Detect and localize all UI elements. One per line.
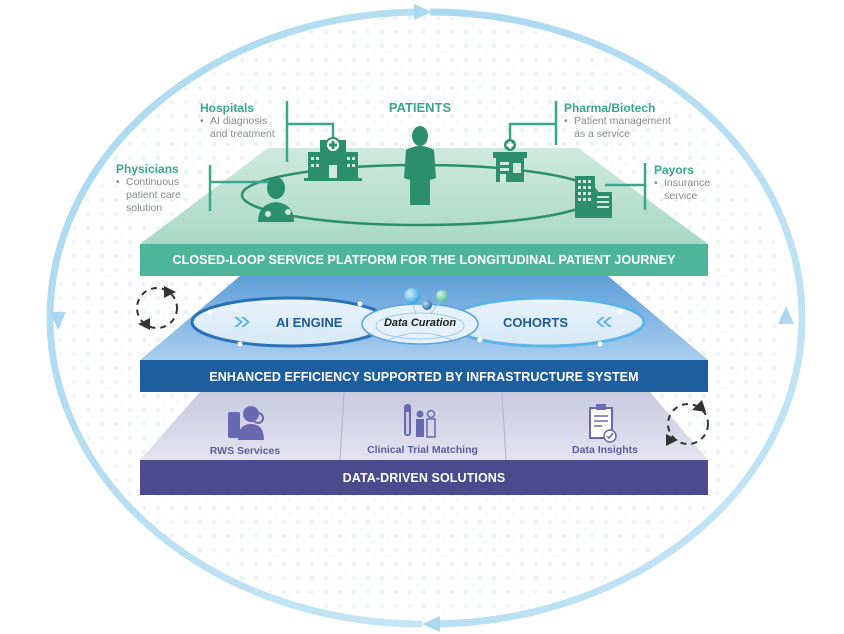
bullet-line: as a service (574, 128, 631, 140)
infrastructure-band-label: ENHANCED EFFICIENCY SUPPORTED BY INFRAST… (209, 370, 639, 384)
data-driven-band: DATA-DRIVEN SOLUTIONS (140, 460, 708, 495)
chevron-right-double-icon (234, 317, 250, 327)
chevron-left-double-icon (596, 317, 612, 327)
bullet-dot: • (654, 177, 658, 189)
stakeholder-hospitals: Hospitals • AI diagnosis and treatment (200, 101, 275, 141)
solution-rws-services: RWS Services (209, 445, 281, 457)
stakeholder-bullet: • AI diagnosis and treatment (200, 115, 275, 141)
stakeholder-title: Pharma/Biotech (564, 101, 656, 115)
bullet-line: patient care (126, 189, 181, 201)
bullet-line: and treatment (210, 128, 275, 140)
clipboard-check-icon (589, 404, 617, 443)
divider (501, 391, 507, 461)
data-bubble-icon (422, 300, 432, 310)
bullet-line: Insurance (664, 177, 711, 189)
bullet-dot: • (116, 176, 120, 188)
stakeholder-bullet: • Continuous patient care solution (116, 176, 181, 215)
stakeholder-title: Hospitals (200, 101, 255, 115)
doctor-icon (258, 177, 294, 222)
bullet-dot: • (564, 115, 568, 127)
ring-arc-right (429, 8, 806, 628)
solution-data-insights: Data Insights (572, 444, 638, 456)
stakeholder-title: Physicians (116, 162, 179, 176)
closed-loop-band-label: CLOSED-LOOP SERVICE PLATFORM FOR THE LON… (172, 253, 676, 267)
data-curation-label: Data Curation (383, 317, 457, 329)
ring-arrow-left-icon (50, 312, 66, 330)
consultant-icon (228, 406, 264, 440)
closed-loop-band: CLOSED-LOOP SERVICE PLATFORM FOR THE LON… (140, 244, 708, 276)
infrastructure-band: ENHANCED EFFICIENCY SUPPORTED BY INFRAST… (140, 360, 708, 392)
bullet-line: service (664, 190, 698, 202)
data-bubble-icon (404, 288, 420, 304)
bullet-line: Patient management (574, 115, 671, 127)
bullet-line: Continuous (126, 176, 180, 188)
solution-clinical-trial-matching: Clinical Trial Matching (367, 444, 478, 456)
stakeholder-pharma-biotech: Pharma/Biotech • Patient management as a… (564, 101, 671, 141)
ai-engine-label: AI ENGINE (276, 315, 343, 330)
stakeholder-bullet: • Patient management as a service (564, 115, 671, 141)
patient-figure-icon (404, 126, 436, 205)
data-bubble-icon (436, 290, 448, 302)
pharmacy-icon (493, 139, 527, 182)
data-curation-ring (361, 303, 479, 345)
office-building-icon (575, 176, 612, 218)
patients-label: PATIENTS (388, 100, 452, 115)
cohorts-label: COHORTS (503, 315, 568, 330)
bullet-line: AI diagnosis (210, 115, 268, 127)
bullet-dot: • (200, 115, 204, 127)
divider (339, 391, 345, 461)
data-driven-band-label: DATA-DRIVEN SOLUTIONS (342, 471, 506, 485)
test-tube-people-icon (404, 404, 436, 438)
stakeholder-title: Payors (654, 163, 695, 177)
ring-arc-left (46, 8, 423, 628)
stakeholder-payors: Payors • Insurance service (654, 163, 710, 203)
stakeholder-physicians: Physicians • Continuous patient care sol… (116, 162, 181, 215)
hospital-icon (304, 137, 362, 181)
bullet-line: solution (126, 202, 163, 214)
ring-arrow-top-icon (414, 4, 432, 20)
ring-arrow-bottom-icon (422, 616, 440, 632)
cycle-arrows-icon (666, 400, 709, 446)
ring-arrow-right-icon (778, 306, 794, 324)
stakeholder-bullet: • Insurance service (654, 177, 710, 203)
cycle-arrows-icon (136, 286, 178, 330)
